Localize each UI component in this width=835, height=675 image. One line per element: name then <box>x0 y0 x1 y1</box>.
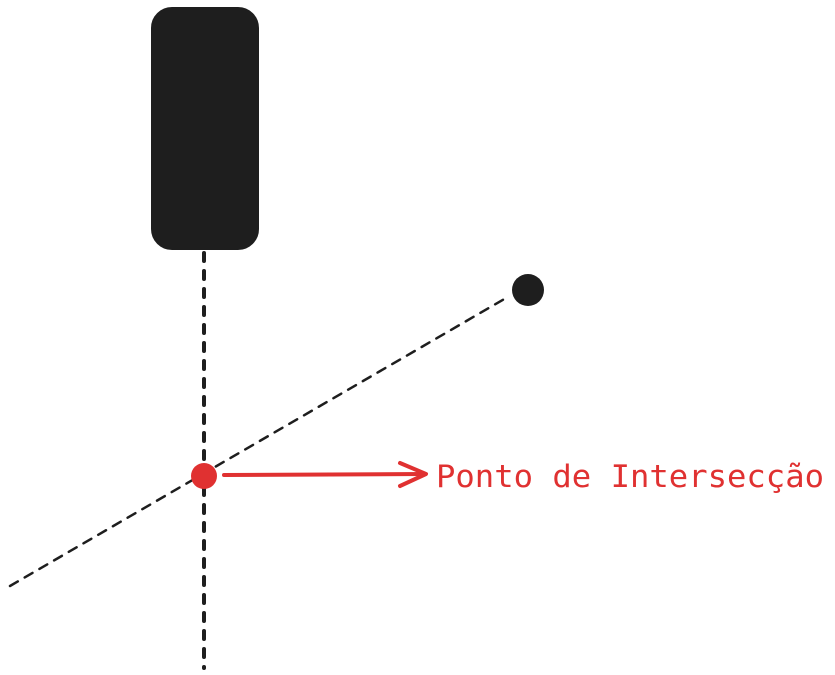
diagonal-dashed-line <box>8 296 508 588</box>
vertical-block-shape <box>151 7 259 250</box>
intersection-arrow <box>222 461 428 488</box>
intersection-point-dot <box>191 463 217 489</box>
intersection-label: Ponto de Intersecção <box>436 459 824 495</box>
endpoint-dot <box>512 274 544 306</box>
